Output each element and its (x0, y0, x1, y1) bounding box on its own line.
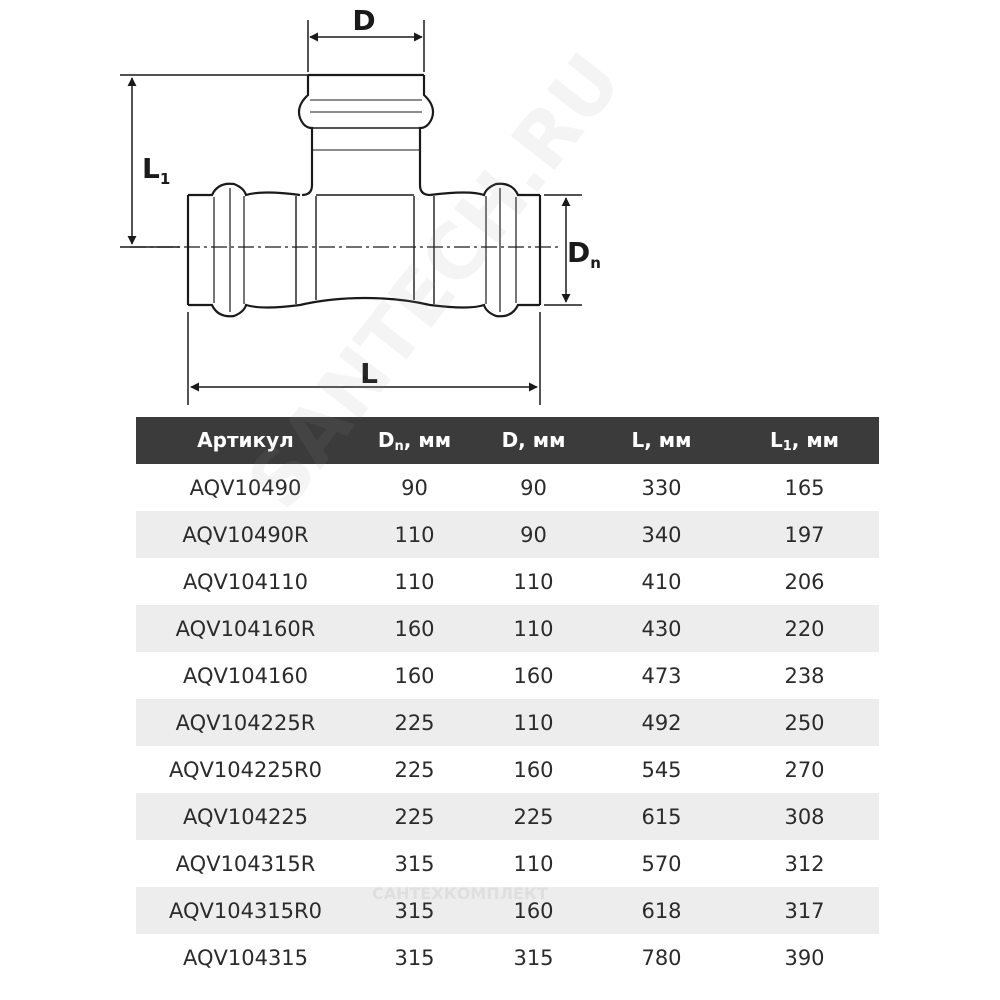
cell-article: AQV104315 (136, 934, 355, 981)
dimension-d-label: D (352, 4, 375, 37)
cell-d: 90 (474, 464, 593, 511)
cell-l: 780 (593, 934, 730, 981)
header-text: D, мм (501, 427, 566, 452)
header-text: Артикул (197, 427, 294, 452)
header-unit: , мм (403, 427, 452, 452)
header-dn: Dn, мм (355, 417, 474, 464)
cell-d: 110 (474, 699, 593, 746)
dimension-l (187, 312, 541, 405)
cell-l: 473 (593, 652, 730, 699)
cell-l: 570 (593, 840, 730, 887)
cell-article: AQV104225R0 (136, 746, 355, 793)
cell-dn: 225 (355, 699, 474, 746)
cell-dn: 315 (355, 887, 474, 934)
cell-l1: 270 (730, 746, 879, 793)
cell-d: 110 (474, 558, 593, 605)
dimension-dn-label: Dn (567, 236, 601, 272)
cell-d: 110 (474, 605, 593, 652)
cell-l: 492 (593, 699, 730, 746)
cell-l1: 197 (730, 511, 879, 558)
dimension-d (307, 20, 425, 72)
dimension-l1 (120, 74, 360, 248)
cell-article: AQV10490R (136, 511, 355, 558)
tee-fitting-drawing: D L1 Dn L (120, 4, 601, 405)
cell-article: AQV104225R (136, 699, 355, 746)
cell-dn: 315 (355, 934, 474, 981)
cell-l1: 220 (730, 605, 879, 652)
cell-article: AQV104225 (136, 793, 355, 840)
cell-d: 160 (474, 652, 593, 699)
cell-l: 330 (593, 464, 730, 511)
cell-l1: 312 (730, 840, 879, 887)
cell-d: 110 (474, 840, 593, 887)
cell-d: 225 (474, 793, 593, 840)
header-d: D, мм (474, 417, 593, 464)
cell-dn: 110 (355, 511, 474, 558)
cell-dn: 90 (355, 464, 474, 511)
tee-body (186, 73, 542, 318)
dimension-l-label: L (360, 357, 378, 390)
cell-l: 430 (593, 605, 730, 652)
header-article: Артикул (136, 417, 355, 464)
cell-l1: 390 (730, 934, 879, 981)
cell-l1: 165 (730, 464, 879, 511)
cell-dn: 160 (355, 605, 474, 652)
cell-l1: 206 (730, 558, 879, 605)
cell-dn: 160 (355, 652, 474, 699)
cell-article: AQV104315R (136, 840, 355, 887)
cell-l1: 238 (730, 652, 879, 699)
header-l1: L1, мм (730, 417, 879, 464)
cell-d: 160 (474, 746, 593, 793)
header-text: L (769, 427, 783, 452)
header-text: L, мм (631, 427, 692, 452)
cell-article: AQV104160R (136, 605, 355, 652)
cell-dn: 225 (355, 793, 474, 840)
cell-l1: 317 (730, 887, 879, 934)
cell-l: 410 (593, 558, 730, 605)
header-subscript: n (394, 438, 404, 454)
cell-article: AQV104315R0 (136, 887, 355, 934)
cell-l1: 250 (730, 699, 879, 746)
cell-l: 618 (593, 887, 730, 934)
cell-l: 615 (593, 793, 730, 840)
dimension-l1-label: L1 (142, 152, 170, 188)
cell-article: AQV104110 (136, 558, 355, 605)
cell-d: 90 (474, 511, 593, 558)
cell-l1: 308 (730, 793, 879, 840)
cell-d: 160 (474, 887, 593, 934)
header-unit: , мм (791, 427, 840, 452)
header-l: L, мм (593, 417, 730, 464)
cell-dn: 315 (355, 840, 474, 887)
cell-d: 315 (474, 934, 593, 981)
cell-dn: 110 (355, 558, 474, 605)
cell-l: 340 (593, 511, 730, 558)
dimension-dn (544, 194, 582, 306)
cell-article: AQV104160 (136, 652, 355, 699)
cell-l: 545 (593, 746, 730, 793)
header-text: D (377, 427, 395, 452)
cell-dn: 225 (355, 746, 474, 793)
header-subscript: 1 (782, 438, 792, 454)
cell-article: AQV10490 (136, 464, 355, 511)
